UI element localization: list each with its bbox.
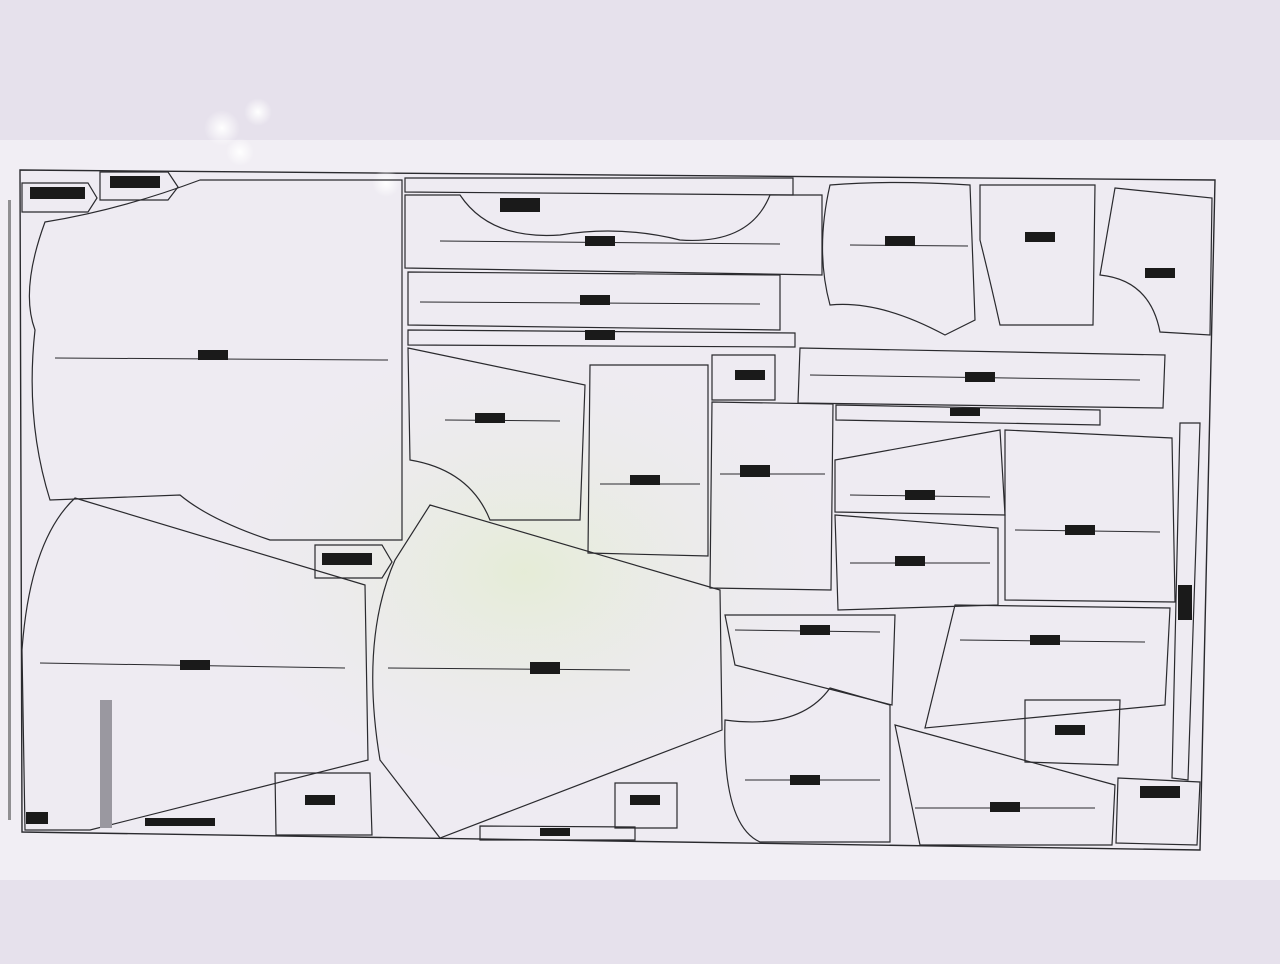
- light-reflection: [204, 110, 240, 146]
- piece-collar-right: [821, 181, 976, 336]
- piece-rect-center: [587, 364, 709, 557]
- light-reflection: [226, 138, 254, 166]
- piece-lower-left-mid: [724, 614, 896, 706]
- piece-small-bottom: [274, 772, 373, 836]
- light-reflection: [244, 98, 272, 126]
- piece-sleeve: [372, 504, 723, 839]
- light-reflection: [372, 169, 400, 197]
- piece-shoulder: [1099, 187, 1213, 336]
- piece-small-label: [711, 354, 776, 401]
- piece-corner-label: [1115, 777, 1201, 846]
- piece-front-panel: [28, 179, 403, 541]
- piece-pocket-bag: [724, 687, 891, 843]
- piece-small-rect: [1024, 699, 1121, 766]
- piece-arrow-tag: [21, 182, 98, 213]
- piece-back-panel: [21, 497, 369, 831]
- piece-labels: [8, 176, 1192, 836]
- piece-arrow-tag: [99, 171, 179, 201]
- piece-panel-c: [1004, 429, 1176, 603]
- piece-long-strip: [797, 347, 1166, 409]
- piece-triangle: [894, 724, 1116, 846]
- piece-yoke: [404, 194, 823, 276]
- piece-panel-d: [924, 604, 1171, 729]
- piece-arrow-tag: [314, 544, 393, 579]
- piece-pocket-front: [407, 347, 586, 521]
- piece-grey-bar: [100, 700, 112, 828]
- pattern-pieces: [21, 171, 1213, 846]
- piece-waistband: [407, 271, 781, 331]
- piece-bottom-small: [614, 782, 678, 829]
- piece-strip: [407, 329, 796, 348]
- piece-thin-strip: [835, 404, 1101, 426]
- piece-vertical-strip: [1171, 422, 1201, 781]
- piece-cuff: [979, 184, 1096, 326]
- piece-bottom-strip: [479, 825, 636, 841]
- piece-rect-right: [709, 401, 834, 591]
